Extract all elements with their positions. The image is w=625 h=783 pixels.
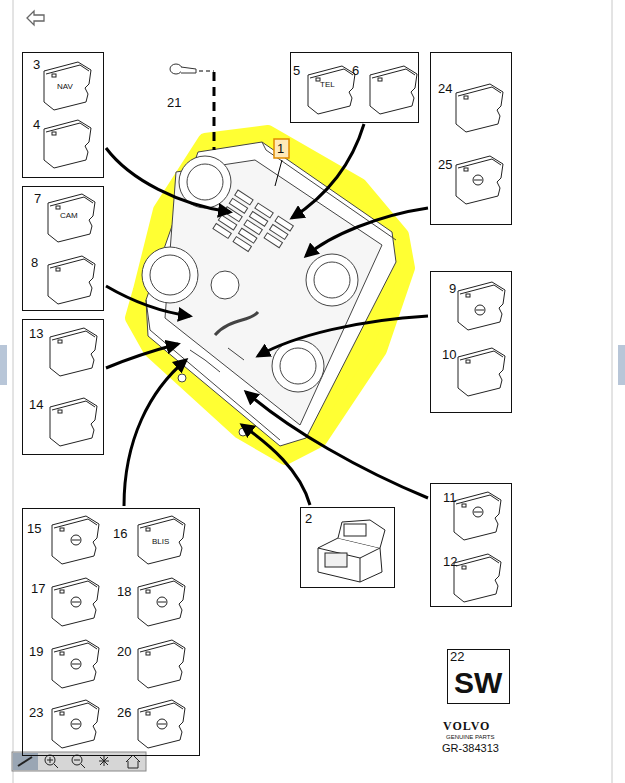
callout-number: 10 xyxy=(442,348,456,361)
screw xyxy=(170,64,196,74)
button-sketches xyxy=(44,62,505,748)
callout-number: 7 xyxy=(34,192,41,205)
callout-number: 13 xyxy=(29,327,43,340)
side-tab xyxy=(0,345,7,385)
callout-frame xyxy=(274,139,289,158)
button-legend: NAV xyxy=(57,83,73,91)
callout-number: 8 xyxy=(31,256,38,269)
callout-number: 18 xyxy=(117,585,131,598)
callout-number: 5 xyxy=(293,64,300,77)
part-frame: 3NAV 4 xyxy=(22,52,104,178)
callout-number: 14 xyxy=(29,398,43,411)
button-legend: BLIS xyxy=(152,538,169,546)
callout-number: 11 xyxy=(443,491,457,504)
part-frame: 5TEL 6 xyxy=(290,52,419,123)
callout-number: 21 xyxy=(167,96,181,109)
switch-sketch xyxy=(318,520,385,582)
callout-number: 12 xyxy=(443,555,457,568)
callout-number: 1 xyxy=(277,142,284,155)
callout-number: 23 xyxy=(29,706,43,719)
callout-number: 19 xyxy=(29,645,43,658)
button-legend: CAM xyxy=(60,212,78,220)
part-frame: 15 16BLIS 17 18 19 20 23 26 xyxy=(22,508,200,756)
callout-number: 20 xyxy=(117,645,131,658)
part-frame: 24 25 xyxy=(430,52,512,225)
leader-arrows xyxy=(106,124,428,506)
callout-number: 15 xyxy=(27,522,41,535)
back-icon xyxy=(27,11,44,25)
part-frame: 22SW xyxy=(447,649,510,704)
frame-line xyxy=(13,0,14,783)
dashed-leader xyxy=(199,71,214,72)
leader-line xyxy=(275,160,282,186)
side-tab xyxy=(618,345,625,385)
control-panel xyxy=(142,142,396,446)
callout-number: 2 xyxy=(305,512,312,525)
button-legend: TEL xyxy=(320,81,335,89)
brand-tagline: GENUINE PARTS xyxy=(446,734,494,740)
callout-number: 26 xyxy=(117,706,131,719)
part-frame: 11 12 xyxy=(430,483,512,607)
callout-number: 16 xyxy=(113,527,127,540)
callout-number: 4 xyxy=(33,118,40,131)
drawing-number: GR-384313 xyxy=(442,743,499,754)
symbol-text: SW xyxy=(454,668,502,698)
callout-number: 25 xyxy=(438,158,452,171)
dashed-leader xyxy=(213,72,216,150)
callout-number: 17 xyxy=(31,582,45,595)
brand-logo: VOLVO xyxy=(443,720,490,732)
part-frame: 2 xyxy=(300,507,395,588)
toolbar xyxy=(12,752,146,771)
highlight xyxy=(132,132,408,458)
part-frame: 13 14 xyxy=(22,319,104,455)
part-frame: 9 10 xyxy=(430,271,512,413)
part-frame: 7CAM 8 xyxy=(22,186,104,311)
callout-number: 24 xyxy=(438,82,452,95)
callout-number: 22 xyxy=(450,650,464,663)
callout-number: 3 xyxy=(33,58,40,71)
callout-number: 9 xyxy=(449,282,456,295)
frame-line xyxy=(612,0,613,783)
callout-number: 6 xyxy=(352,64,359,77)
